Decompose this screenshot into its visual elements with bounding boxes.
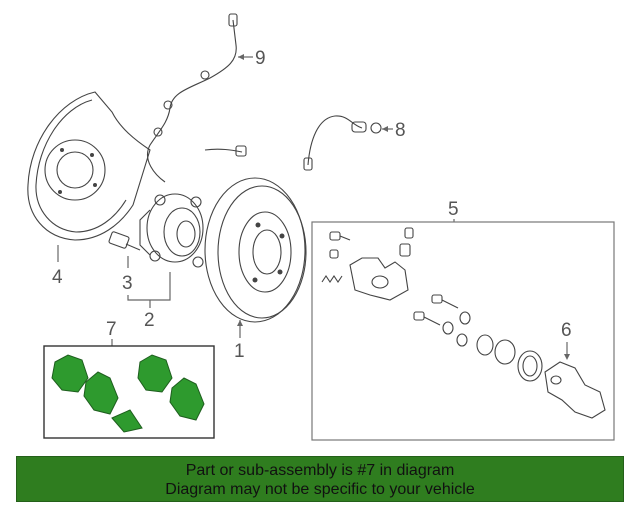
caliper-hardware-parts[interactable] bbox=[321, 227, 543, 382]
banner-line-2: Diagram may not be specific to your vehi… bbox=[165, 481, 475, 498]
hub-bolt-part[interactable] bbox=[108, 231, 141, 251]
callout-4: 4 bbox=[52, 267, 63, 288]
brake-pads-part[interactable] bbox=[51, 354, 205, 433]
brake-pads-box bbox=[43, 345, 215, 439]
caliper-assembly-box bbox=[311, 221, 615, 441]
dust-shield-part[interactable] bbox=[27, 91, 151, 241]
caliper-bracket-part[interactable] bbox=[544, 361, 606, 419]
info-banner: Part or sub-assembly is #7 in diagram Di… bbox=[16, 456, 624, 502]
callout-6: 6 bbox=[561, 320, 572, 341]
banner-line-1: Part or sub-assembly is #7 in diagram bbox=[185, 462, 455, 479]
brake-hose-part[interactable] bbox=[303, 115, 382, 171]
callout-8: 8 bbox=[395, 120, 406, 141]
callout-5: 5 bbox=[448, 199, 459, 220]
callout-1: 1 bbox=[234, 341, 245, 362]
callout-3: 3 bbox=[122, 273, 133, 294]
callout-7: 7 bbox=[106, 319, 117, 340]
abs-sensor-wire-part[interactable] bbox=[147, 13, 247, 183]
callout-9: 9 bbox=[255, 48, 266, 69]
brake-rotor-part[interactable] bbox=[204, 177, 307, 323]
hub-assembly-part[interactable] bbox=[139, 193, 204, 268]
callout-2: 2 bbox=[144, 310, 155, 331]
